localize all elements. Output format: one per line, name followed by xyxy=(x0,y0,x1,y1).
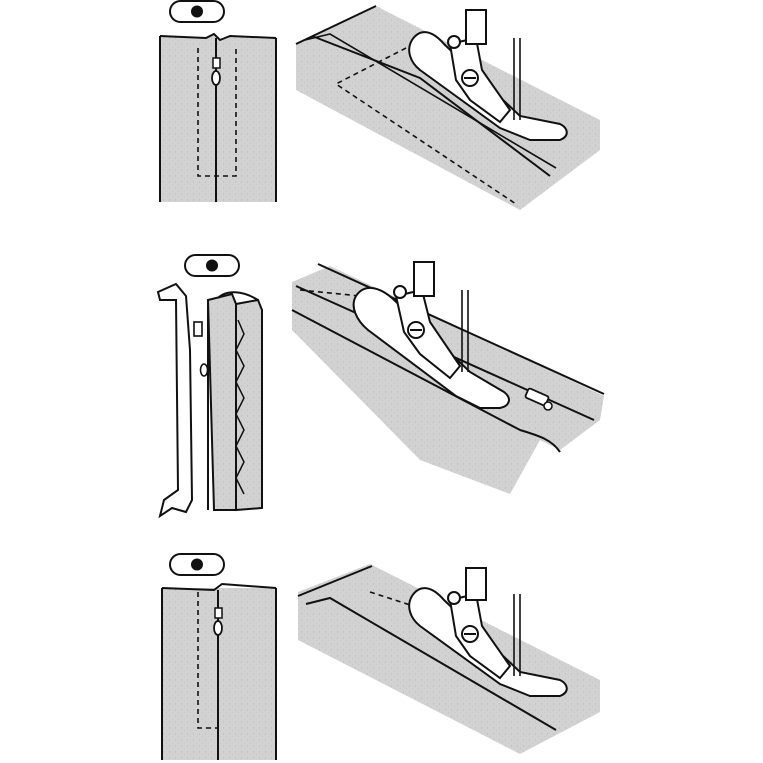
needle-position-indicator-1 xyxy=(169,0,225,23)
step-1 xyxy=(159,0,600,210)
presser-foot-view-2 xyxy=(291,261,605,494)
zipper-panel-left-3 xyxy=(161,582,277,760)
step-2 xyxy=(156,254,605,519)
zipper-pull-icon xyxy=(524,387,553,411)
presser-foot-view-3 xyxy=(297,564,600,754)
zipper-slider-icon xyxy=(193,321,209,377)
zipper-tape-view-2 xyxy=(156,282,263,519)
needle-position-indicator-3 xyxy=(169,553,225,576)
presser-foot-view-1 xyxy=(295,5,600,210)
zipper-panel-left-1 xyxy=(159,32,277,202)
zipper-pull-icon xyxy=(213,607,223,636)
step-3 xyxy=(161,553,600,760)
zipper-pull-icon xyxy=(211,57,221,86)
needle-position-indicator-2 xyxy=(184,254,240,277)
